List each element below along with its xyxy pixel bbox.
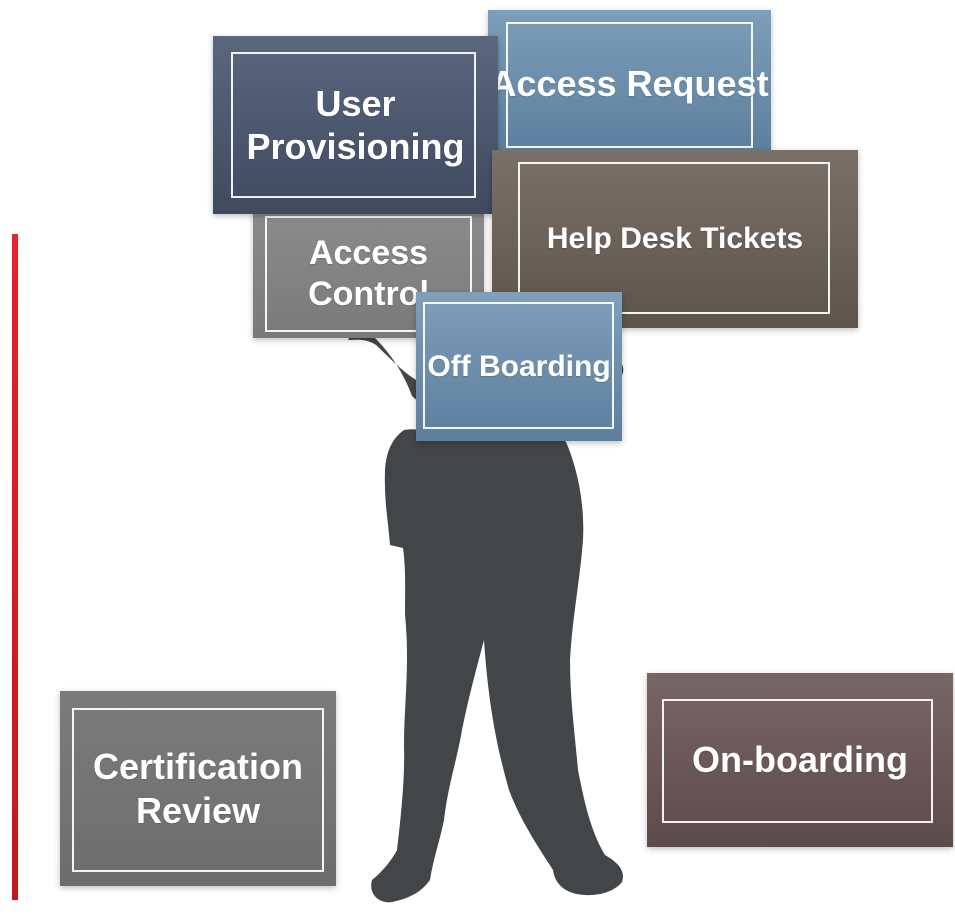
card-inner-border	[518, 162, 830, 314]
certification-review-card: Certification Review	[60, 691, 336, 886]
on-boarding-label: On-boarding	[692, 739, 908, 781]
on-boarding-card: On-boarding	[647, 673, 953, 847]
off-boarding-card: Off Boarding	[416, 292, 622, 441]
off-boarding-label: Off Boarding	[427, 349, 611, 383]
access-control-label: Access Control	[308, 234, 429, 313]
user-provisioning-label: User Provisioning	[246, 82, 465, 167]
red-accent-line	[12, 234, 18, 900]
help-desk-tickets-label: Help Desk Tickets	[546, 222, 804, 255]
user-provisioning-card: User Provisioning	[213, 36, 498, 214]
certification-review-label: Certification Review	[92, 746, 304, 831]
card-inner-border	[662, 699, 933, 823]
card-inner-border	[506, 22, 753, 148]
access-request-label: Access Request	[490, 63, 769, 105]
card-inner-border	[265, 216, 472, 332]
card-inner-border	[72, 708, 324, 872]
access-request-card: Access Request	[488, 10, 771, 158]
card-inner-border	[423, 302, 614, 429]
card-inner-border	[231, 52, 476, 198]
